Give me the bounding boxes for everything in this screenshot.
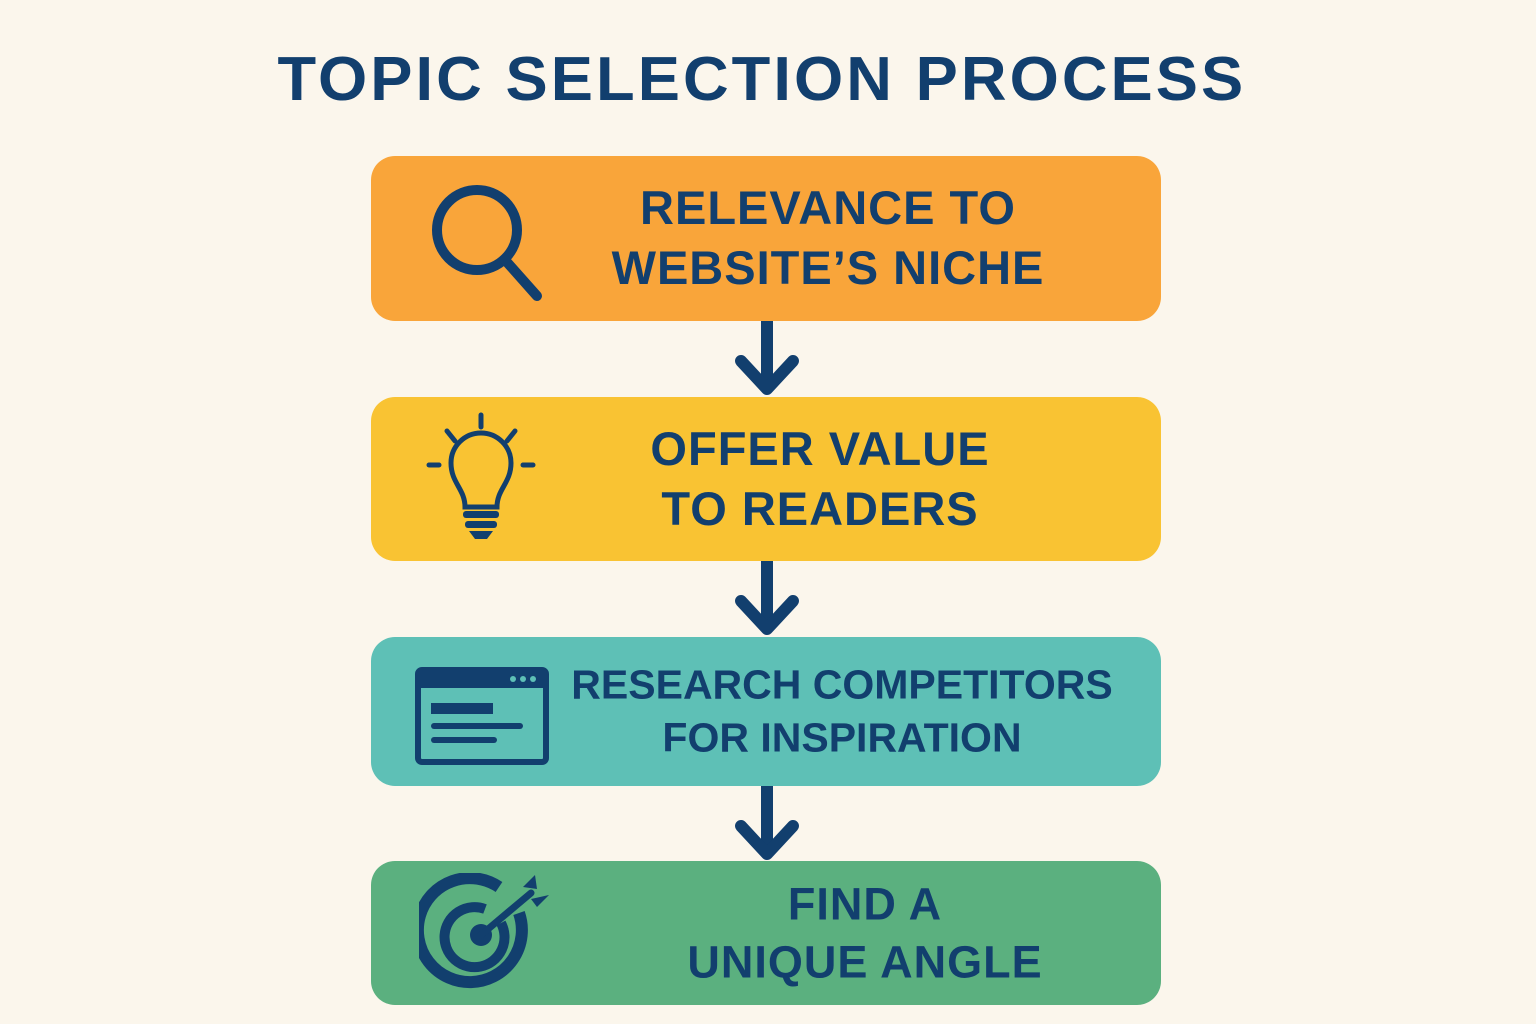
step-offer-value: OFFER VALUE TO READERS [371, 397, 1161, 561]
step-line: OFFER VALUE [650, 421, 990, 475]
step-label: RELEVANCE TO WEBSITE’S NICHE [612, 178, 1045, 298]
step-line: FOR INSPIRATION [662, 715, 1022, 761]
step-line: FIND A [787, 878, 943, 930]
browser-window-icon [415, 667, 549, 765]
step-research-competitors: RESEARCH COMPETITORS FOR INSPIRATION [371, 637, 1161, 786]
step-relevance: RELEVANCE TO WEBSITE’S NICHE [371, 156, 1161, 321]
lightbulb-icon [426, 412, 536, 539]
step-line: UNIQUE ANGLE [687, 936, 1043, 987]
step-label: FIND A UNIQUE ANGLE [687, 875, 1042, 990]
step-line: WEBSITE’S NICHE [611, 241, 1045, 294]
step-line: RELEVANCE TO [640, 180, 1016, 234]
arrow-down-icon [735, 321, 799, 395]
step-line: RESEARCH COMPETITORS [571, 661, 1113, 708]
step-line: TO READERS [661, 482, 979, 535]
target-arrow-icon [419, 873, 549, 989]
magnifying-glass-icon [432, 185, 542, 301]
step-label: RESEARCH COMPETITORS FOR INSPIRATION [571, 659, 1112, 766]
page-title: TOPIC SELECTION PROCESS [277, 45, 1247, 114]
step-label: OFFER VALUE TO READERS [650, 419, 989, 539]
arrow-down-icon [735, 561, 799, 635]
arrow-down-icon [735, 786, 799, 860]
step-unique-angle: FIND A UNIQUE ANGLE [371, 861, 1161, 1005]
